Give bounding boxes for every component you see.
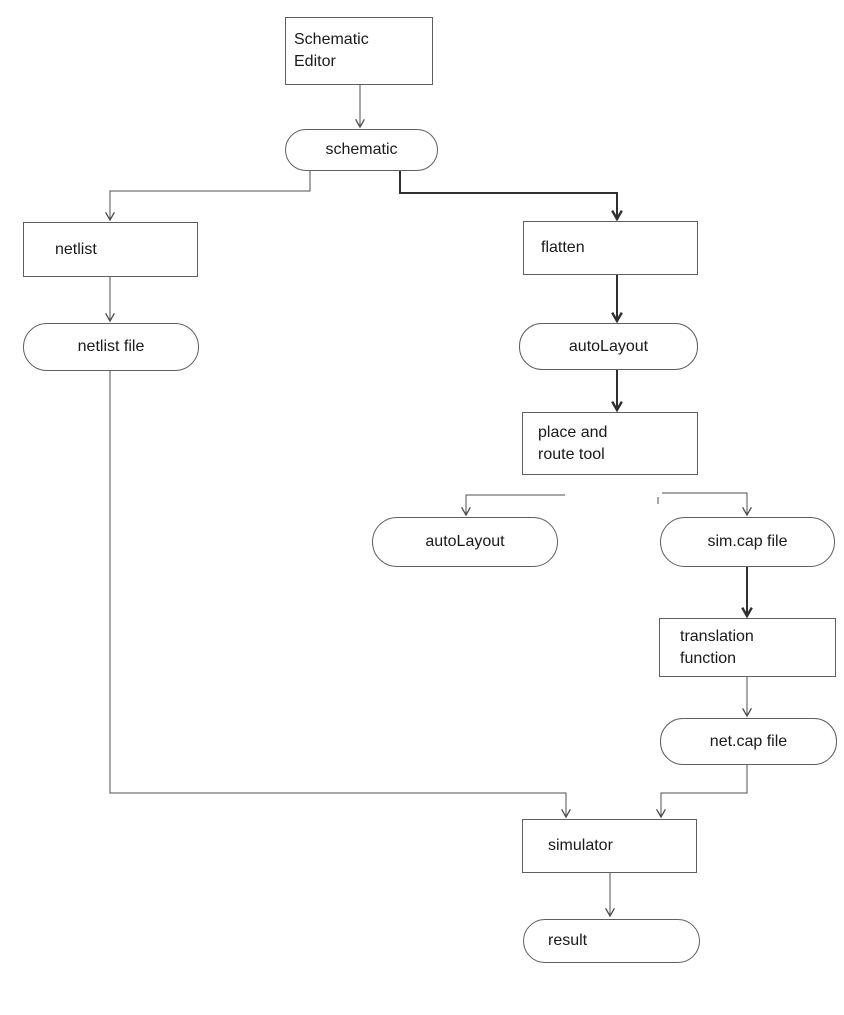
node-sim-cap-file: sim.cap file [660, 517, 835, 567]
node-flatten: flatten [523, 221, 698, 275]
node-label: flatten [541, 239, 585, 256]
node-translation-function: translation function [659, 618, 836, 677]
node-label: autoLayout [425, 533, 505, 550]
node-label: netlist file [77, 338, 145, 355]
node-schematic-editor: Schematic Editor [285, 17, 433, 85]
edge-netlist-file-to-simulator [109, 371, 571, 819]
node-label: schematic [325, 141, 398, 158]
node-autolayout-mid: autoLayout [519, 323, 698, 370]
node-label: Schematic [294, 31, 369, 48]
edge-place-route-to-sim-cap-file [662, 492, 752, 517]
node-autolayout-left: autoLayout [372, 517, 558, 567]
node-label: result [548, 932, 588, 949]
node-schematic: schematic [285, 129, 438, 171]
node-netlist: netlist [23, 222, 198, 277]
node-label: translation [680, 627, 754, 645]
node-label: autoLayout [568, 337, 649, 355]
node-label: route tool [538, 445, 605, 463]
node-result: result [523, 919, 700, 963]
edge-net-cap-file-to-simulator [656, 765, 748, 819]
node-label: function [680, 649, 737, 667]
node-label: Editor [294, 53, 336, 70]
edge-schematic-to-flatten [399, 171, 617, 219]
node-netlist-file: netlist file [23, 323, 199, 371]
node-label: netlist [55, 240, 97, 258]
node-label: net.cap file [709, 732, 788, 750]
node-label: place and [538, 423, 608, 441]
edge-place-route-to-autolayout [461, 494, 565, 517]
edge-schematic-to-netlist [105, 171, 311, 222]
node-place-and-route-tool: place and route tool [522, 412, 698, 475]
node-simulator: simulator [522, 819, 697, 873]
node-label: sim.cap file [707, 533, 788, 550]
node-label: simulator [548, 837, 613, 854]
node-net-cap-file: net.cap file [660, 718, 837, 765]
